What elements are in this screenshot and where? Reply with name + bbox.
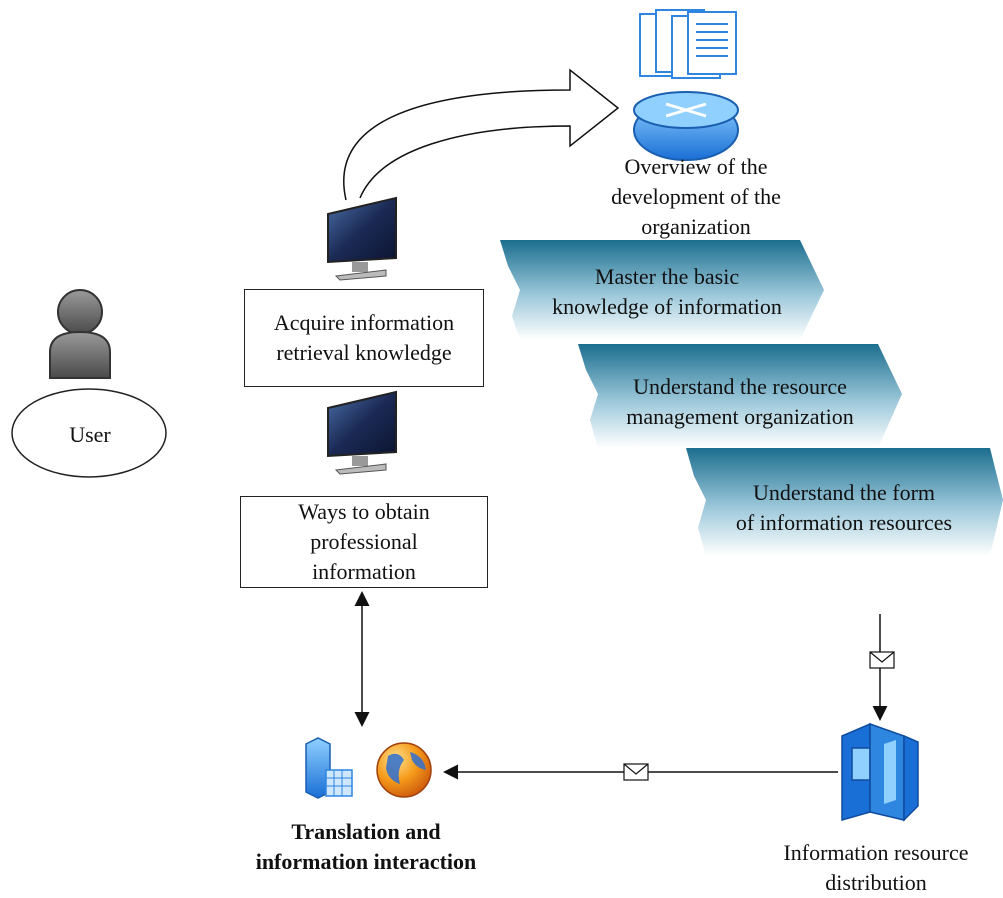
step-3-label: Understand the form of information resou… xyxy=(735,480,953,535)
monitor-icon xyxy=(327,196,397,281)
document-stack-icon xyxy=(639,9,737,79)
envelope-icon xyxy=(623,763,649,781)
router-icon xyxy=(633,91,739,161)
step-chevron xyxy=(500,240,824,340)
envelope-icon xyxy=(869,651,895,669)
step-1-label: Master the basic knowledge of informatio… xyxy=(552,264,782,319)
user-icon xyxy=(49,289,111,379)
user-label: User xyxy=(69,422,111,447)
translation-label: Translation and information interaction xyxy=(255,819,477,874)
overview-label: Overview of the development of the organ… xyxy=(611,154,781,239)
box-line: information xyxy=(312,559,416,584)
acquire-knowledge-box: Acquire information retrieval knowledge xyxy=(244,289,484,387)
curved-arrow xyxy=(343,68,620,201)
monitor-icon xyxy=(327,390,397,475)
globe-icon xyxy=(376,742,432,798)
distribution-label: Information resource distribution xyxy=(783,840,969,895)
step-chevron xyxy=(686,448,1003,556)
server-icon xyxy=(305,737,353,799)
box-line: professional xyxy=(310,529,418,554)
box-line: Acquire information xyxy=(273,310,455,335)
ways-box: Ways to obtain professional information xyxy=(240,496,488,588)
user-ellipse xyxy=(11,388,167,478)
step-2-label: Understand the resource management organ… xyxy=(626,374,854,429)
computer-terminal-icon xyxy=(841,722,919,822)
step-chevron xyxy=(578,344,902,448)
box-line: Ways to obtain xyxy=(298,499,430,524)
box-line: retrieval knowledge xyxy=(276,340,452,365)
